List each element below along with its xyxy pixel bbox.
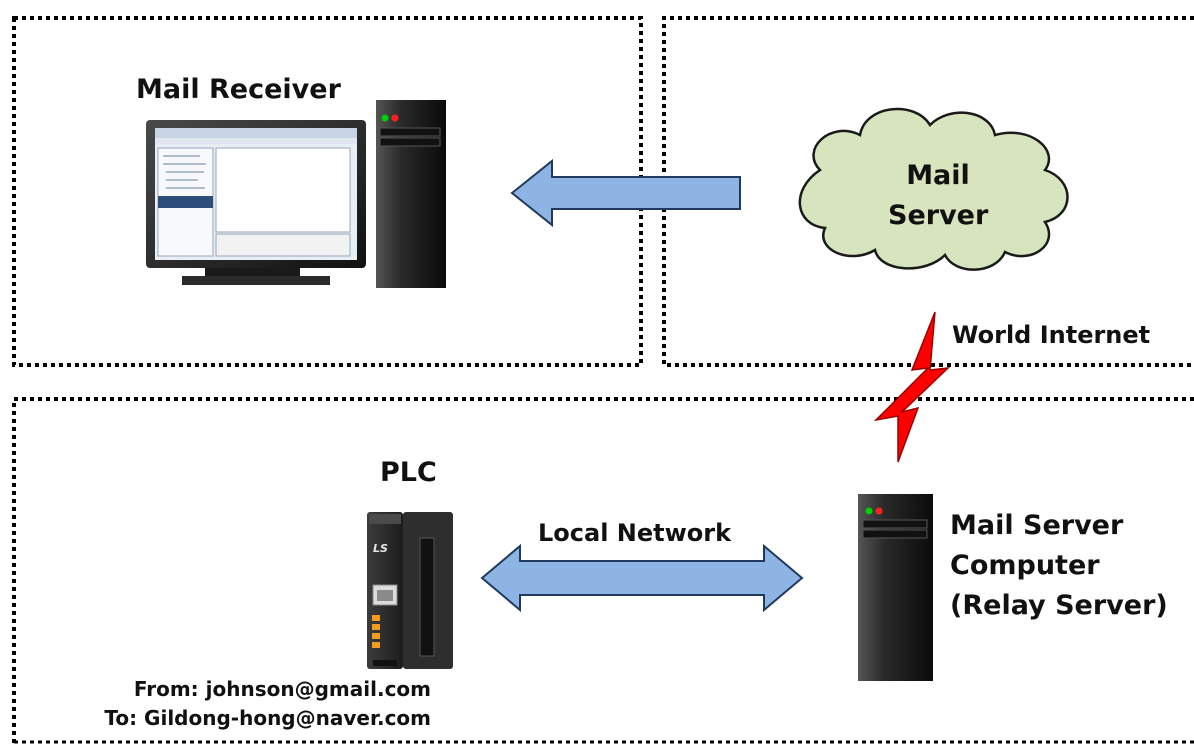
relay-server-line1: Mail Server (950, 510, 1124, 541)
cloud-icon (798, 107, 1069, 271)
mail-server-line2: Server (888, 200, 989, 231)
world-internet-label: World Internet (952, 321, 1151, 349)
plc-label: PLC (380, 457, 437, 488)
mail-server-label: Mail Server (888, 156, 988, 236)
local-network-label: Local Network (538, 519, 732, 547)
computer-tower-icon (376, 100, 446, 288)
relay-server-line2: Computer (950, 550, 1100, 581)
relay-server-label: Mail Server Computer (Relay Server) (950, 506, 1168, 626)
relay-server-line3: (Relay Server) (950, 590, 1168, 621)
email-to-text: To: Gildong-hong@naver.com (104, 706, 431, 730)
monitor-icon (146, 120, 366, 285)
mail-server-line1: Mail (906, 160, 970, 191)
plc-device-icon (367, 512, 453, 669)
email-from-text: From: johnson@gmail.com (133, 677, 431, 701)
plc-brand-logo: LS (373, 542, 388, 555)
mail-receiver-label: Mail Receiver (136, 74, 341, 105)
zone-local (12, 397, 1194, 744)
lightning-icon (873, 311, 951, 463)
arrow-to-receiver (510, 158, 741, 228)
relay-server-tower-icon (858, 494, 933, 681)
arrow-local-network (480, 543, 804, 613)
zone-internet (662, 16, 1194, 367)
